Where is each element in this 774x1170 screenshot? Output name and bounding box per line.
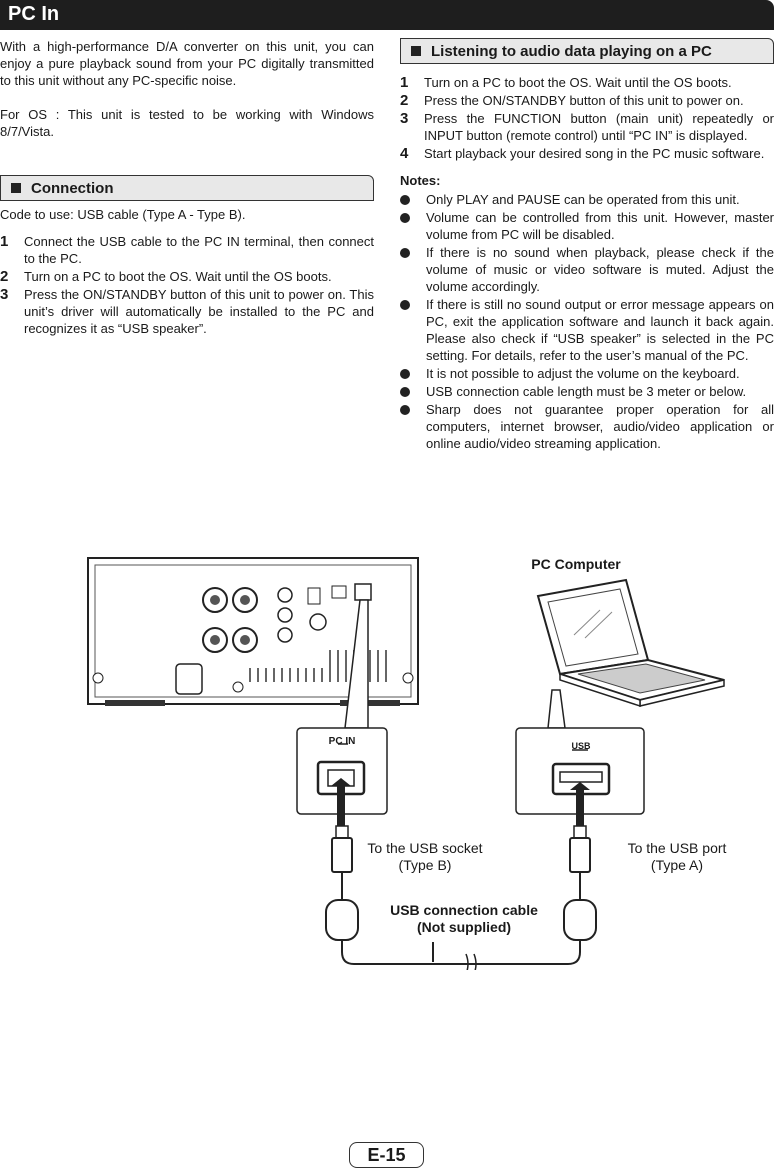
listening-steps: 1 Turn on a PC to boot the OS. Wait unti… <box>400 74 774 162</box>
step-number: 1 <box>0 233 9 250</box>
connection-steps: 1 Connect the USB cable to the PC IN ter… <box>0 233 374 337</box>
list-item: It is not possible to adjust the volume … <box>400 365 774 382</box>
bullet-dot-icon <box>400 365 426 382</box>
usb-port-label-text: To the USB port (Type A) <box>627 840 727 873</box>
list-item: Sharp does not guarantee proper operatio… <box>400 401 774 452</box>
note-text: If there is no sound when playback, plea… <box>426 245 774 294</box>
step-text: Press the ON/STANDBY button of this unit… <box>24 287 374 336</box>
cable-code-line: Code to use: USB cable (Type A - Type B)… <box>0 207 246 222</box>
laptop-illustration <box>536 578 725 708</box>
os-paragraph: For OS : This unit is tested to be worki… <box>0 107 374 139</box>
pc-computer-label: PC Computer <box>531 556 621 572</box>
note-text: It is not possible to adjust the volume … <box>426 366 740 381</box>
step-text: Turn on a PC to boot the OS. Wait until … <box>424 75 732 90</box>
bullet-dot-icon <box>400 244 426 295</box>
usb-port-label: USB <box>571 741 591 751</box>
usb-type-a-plug <box>563 825 597 941</box>
notes-list: Only PLAY and PAUSE can be operated from… <box>400 191 774 452</box>
pc-in-port-label: PC IN <box>328 736 356 747</box>
usb-type-b-plug <box>325 825 359 941</box>
note-text: If there is still no sound output or err… <box>426 297 774 363</box>
connection-section-header: Connection <box>0 175 374 201</box>
list-item: 4 Start playback your desired song in th… <box>400 145 774 162</box>
list-item: Only PLAY and PAUSE can be operated from… <box>400 191 774 208</box>
header-bar: PC In <box>0 0 774 30</box>
list-item: If there is still no sound output or err… <box>400 296 774 364</box>
bullet-dot-icon <box>400 383 426 400</box>
list-item: 3 Press the ON/STANDBY button of this un… <box>0 286 374 337</box>
square-bullet-icon <box>411 46 421 56</box>
intro-paragraph: With a high-performance D/A converter on… <box>0 39 374 88</box>
connection-section-title: Connection <box>31 179 114 197</box>
usb-cable-label: USB connection cable (Not supplied) <box>390 902 538 935</box>
step-text: Turn on a PC to boot the OS. Wait until … <box>24 269 332 284</box>
note-text: Volume can be controlled from this unit.… <box>426 210 774 242</box>
notes-title: Notes: <box>400 173 441 188</box>
bullet-dot-icon <box>400 401 426 452</box>
list-item: If there is no sound when playback, plea… <box>400 244 774 295</box>
note-text: USB connection cable length must be 3 me… <box>426 384 747 399</box>
step-text: Connect the USB cable to the PC IN termi… <box>24 234 374 266</box>
usb-socket-label: To the USB socket (Type B) <box>367 840 483 873</box>
step-number: 1 <box>400 74 409 91</box>
bullet-dot-icon <box>400 191 426 208</box>
step-number: 2 <box>0 268 9 285</box>
connection-diagram: PC Computer PC IN USB To the USB socket … <box>0 550 774 975</box>
listening-section-header: Listening to audio data playing on a PC <box>400 38 774 64</box>
usb-port-closeup <box>515 727 645 815</box>
list-item: 2 Turn on a PC to boot the OS. Wait unti… <box>0 268 374 285</box>
list-item: 3 Press the FUNCTION button (main unit) … <box>400 110 774 144</box>
step-number: 2 <box>400 92 409 109</box>
step-number: 3 <box>0 286 9 303</box>
list-item: USB connection cable length must be 3 me… <box>400 383 774 400</box>
step-number: 4 <box>400 145 409 162</box>
step-number: 3 <box>400 110 409 127</box>
step-text: Start playback your desired song in the … <box>424 146 765 161</box>
page-title: PC In <box>8 3 60 25</box>
diagram-illustration <box>87 557 725 975</box>
note-text: Sharp does not guarantee proper operatio… <box>426 402 774 451</box>
list-item: 1 Connect the USB cable to the PC IN ter… <box>0 233 374 267</box>
listening-section-title: Listening to audio data playing on a PC <box>431 42 712 60</box>
square-bullet-icon <box>11 183 21 193</box>
list-item: 1 Turn on a PC to boot the OS. Wait unti… <box>400 74 774 91</box>
left-column: With a high-performance D/A converter on… <box>0 38 374 338</box>
step-text: Press the FUNCTION button (main unit) re… <box>424 111 774 143</box>
bullet-dot-icon <box>400 296 426 364</box>
step-text: Press the ON/STANDBY button of this unit… <box>424 93 744 108</box>
right-column: Listening to audio data playing on a PC … <box>400 38 774 453</box>
page-number: E-15 <box>349 1142 424 1168</box>
bullet-dot-icon <box>400 209 426 243</box>
list-item: 2 Press the ON/STANDBY button of this un… <box>400 92 774 109</box>
list-item: Volume can be controlled from this unit.… <box>400 209 774 243</box>
note-text: Only PLAY and PAUSE can be operated from… <box>426 192 740 207</box>
